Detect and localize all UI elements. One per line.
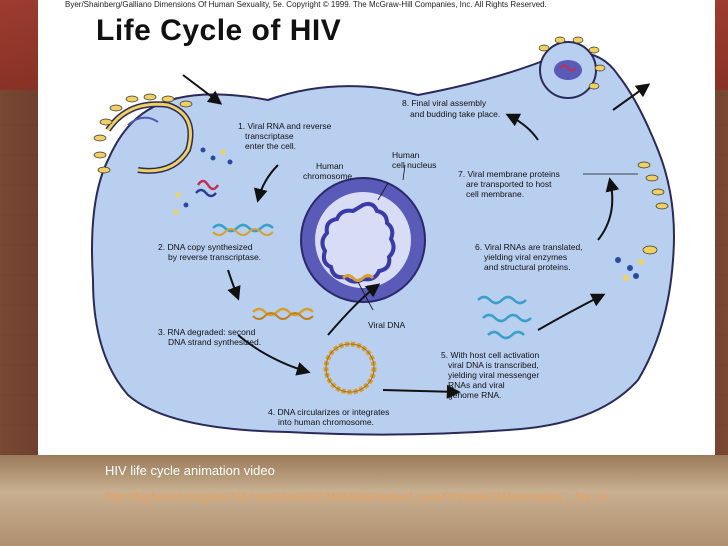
cell-nucleus-label: Human cell nucleus <box>392 150 436 170</box>
dna-copy-strand <box>212 223 274 233</box>
copyright-credit: Byer/Shainberg/Galliano Dimensions Of Hu… <box>65 0 547 9</box>
viral-particles-entry <box>173 147 233 215</box>
step-3-label: 3. RNA degraded: second DNA strand synth… <box>158 327 261 347</box>
cycle-arrows <box>182 74 651 399</box>
viral-mrna-strands <box>477 295 532 340</box>
page-title: Life Cycle of HIV <box>96 14 342 47</box>
incoming-virus <box>93 93 194 174</box>
cell-nucleus <box>300 177 426 303</box>
viral-dna-label: Viral DNA <box>368 320 405 330</box>
human-chromosome-label: Human chromosome <box>303 161 352 181</box>
hiv-life-cycle-diagram: 1. Viral RNA and reverse transcriptase e… <box>91 36 675 436</box>
viral-dna-segment <box>341 274 375 282</box>
step-8-label: 8. Final viral assembly and budding take… <box>402 98 500 119</box>
double-dna-strand <box>252 307 314 317</box>
background-bottom-band <box>0 455 728 546</box>
step-4-label: 4. DNA circularizes or integrates into h… <box>268 407 392 427</box>
circular-dna <box>323 341 377 395</box>
step-2-label: 2. DNA copy synthesized by reverse trans… <box>158 242 261 262</box>
step-6-label: 6. Viral RNAs are translated, yielding v… <box>475 242 585 272</box>
animation-link[interactable]: http://highered.mcgraw-hill.com/sites/00… <box>105 490 608 504</box>
step-1-label: 1. Viral RNA and reverse transcriptase e… <box>238 121 334 151</box>
viral-rna-entering <box>195 179 220 198</box>
step-5-label: 5. With host cell activation viral DNA i… <box>441 350 542 400</box>
viral-proteins <box>615 245 658 281</box>
budding-virus <box>538 36 606 99</box>
step-7-label: 7. Viral membrane proteins are transport… <box>458 169 562 199</box>
membrane-proteins <box>637 161 669 210</box>
video-caption: HIV life cycle animation video <box>105 463 275 478</box>
